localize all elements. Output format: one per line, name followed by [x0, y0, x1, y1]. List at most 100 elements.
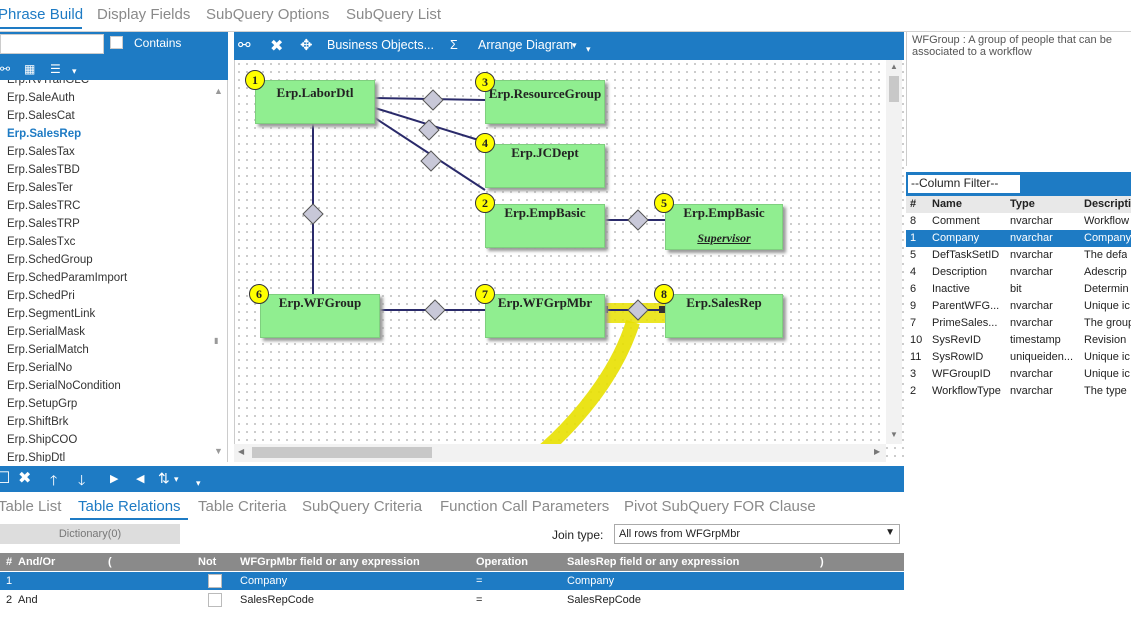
table-list-item[interactable]: Erp.SaleAuth: [7, 92, 75, 104]
relations-column-header[interactable]: (: [108, 556, 112, 568]
query-diagram[interactable]: Erp.LaborDtl 1 Erp.ResourceGroup 3 Erp.J…: [234, 60, 904, 462]
relation-cell[interactable]: 1: [6, 575, 13, 587]
list-icon[interactable]: ☰: [50, 62, 61, 76]
tab-table-relations[interactable]: Table Relations: [78, 498, 181, 515]
grid-icon[interactable]: ▦: [24, 62, 36, 76]
table-list-item[interactable]: Erp.SchedGroup: [7, 254, 93, 266]
column-header[interactable]: Descripti: [1084, 198, 1131, 210]
column-filter-select[interactable]: --Column Filter--: [908, 175, 1020, 193]
tab-function-call-parameters[interactable]: Function Call Parameters: [440, 498, 610, 515]
table-list-item[interactable]: Erp.SerialMatch: [7, 344, 89, 356]
column-header[interactable]: Name: [932, 198, 962, 210]
table-list-item[interactable]: Erp.SalesCat: [7, 110, 75, 122]
relation-cell[interactable]: And: [18, 594, 38, 606]
table-list-item[interactable]: Erp.SerialMask: [7, 326, 85, 338]
chevron-down-icon[interactable]: ▾: [586, 44, 591, 54]
table-list-item[interactable]: Erp.SchedParamImport: [7, 272, 128, 284]
chevron-down-icon[interactable]: ▾: [174, 474, 179, 484]
scroll-thumb[interactable]: [252, 447, 432, 458]
table-list-item[interactable]: Erp.SalesTRC: [7, 200, 81, 212]
table-list-item[interactable]: Erp.ShiftBrk: [7, 416, 69, 428]
tab-table-list[interactable]: Table List: [0, 498, 62, 515]
not-checkbox[interactable]: [208, 574, 222, 588]
column-header[interactable]: #: [910, 198, 917, 210]
relations-column-header[interactable]: WFGrpMbr field or any expression: [240, 556, 420, 568]
relation-cell[interactable]: =: [476, 575, 483, 587]
table-list-scrollbar[interactable]: ▲ ▮ ▼: [212, 82, 226, 458]
tab-subquery-options[interactable]: SubQuery Options: [206, 6, 330, 23]
node-wfgroup[interactable]: Erp.WFGroup: [260, 294, 380, 338]
scroll-right-icon[interactable]: ▶: [874, 447, 881, 456]
tab-subquery-list[interactable]: SubQuery List: [346, 6, 442, 23]
relation-cell[interactable]: 2: [6, 594, 13, 606]
link-icon[interactable]: ⚯: [238, 37, 251, 54]
sigma-button[interactable]: Σ: [450, 38, 458, 52]
relations-column-header[interactable]: Not: [198, 556, 217, 568]
close-icon[interactable]: ✖: [270, 38, 284, 55]
node-wfgrpmbr[interactable]: Erp.WFGrpMbr: [485, 294, 605, 338]
relation-cell[interactable]: SalesRepCode: [240, 594, 314, 606]
relations-column-header[interactable]: Operation: [476, 556, 528, 568]
table-list-item[interactable]: Erp.RvTranGLC: [7, 80, 90, 86]
table-list-item[interactable]: Erp.ShipCOO: [7, 434, 78, 446]
node-empbasic-supervisor[interactable]: Erp.EmpBasic Supervisor: [665, 204, 783, 250]
relations-column-header[interactable]: ): [820, 556, 824, 568]
relation-cell[interactable]: =: [476, 594, 483, 606]
relations-column-header[interactable]: SalesRep field or any expression: [567, 556, 740, 568]
business-objects-button[interactable]: Business Objects...: [327, 38, 434, 52]
arrange-diagram-button[interactable]: Arrange Diagram: [478, 38, 574, 52]
table-list-item[interactable]: Erp.SegmentLink: [7, 308, 96, 320]
scroll-down-icon[interactable]: ▼: [890, 430, 898, 439]
scroll-thumb[interactable]: [889, 76, 899, 102]
scroll-down-icon[interactable]: ▼: [214, 446, 223, 456]
table-list-item[interactable]: Erp.SalesTax: [7, 146, 75, 158]
table-list-item[interactable]: Erp.SalesTBD: [7, 164, 80, 176]
tab-subquery-criteria[interactable]: SubQuery Criteria: [302, 498, 423, 515]
table-list-item[interactable]: Erp.SerialNo: [7, 362, 73, 374]
scroll-left-icon[interactable]: ◀: [238, 447, 245, 456]
arrow-up-icon[interactable]: 🡑: [50, 472, 58, 488]
relation-cell[interactable]: SalesRepCode: [567, 594, 641, 606]
table-list-item[interactable]: Erp.SalesRep: [7, 128, 82, 140]
table-list-item[interactable]: Erp.SalesTer: [7, 182, 73, 194]
chevron-down-icon[interactable]: ▾: [572, 40, 577, 50]
contains-checkbox[interactable]: [110, 36, 123, 49]
node-resourcegroup[interactable]: Erp.ResourceGroup: [485, 80, 605, 124]
previous-icon[interactable]: ◀: [136, 473, 145, 485]
node-jcdept[interactable]: Erp.JCDept: [485, 144, 605, 188]
node-labordtl[interactable]: Erp.LaborDtl: [255, 80, 375, 124]
table-list-item[interactable]: Erp.ShipDtl: [7, 452, 66, 462]
table-list-item[interactable]: Erp.SerialNoCondition: [7, 380, 121, 392]
relation-cell[interactable]: Company: [240, 575, 288, 587]
dictionary-button[interactable]: Dictionary(0): [0, 524, 180, 544]
tab-phrase-build[interactable]: Phrase Build: [0, 6, 84, 23]
tab-pivot-subquery[interactable]: Pivot SubQuery FOR Clause: [624, 498, 816, 515]
table-list-item[interactable]: Erp.SalesTRP: [7, 218, 80, 230]
relations-column-header[interactable]: #: [6, 556, 13, 568]
scroll-thumb-icon[interactable]: ▮: [214, 336, 219, 345]
sort-icon[interactable]: ⇅: [158, 470, 170, 486]
relation-row[interactable]: 2 And SalesRepCode = SalesRepCode: [0, 591, 904, 609]
relation-row[interactable]: 1 Company = Company: [0, 572, 904, 590]
next-icon[interactable]: ▶: [110, 473, 119, 485]
not-checkbox[interactable]: [208, 593, 222, 607]
chevron-down-icon[interactable]: ▾: [196, 478, 201, 488]
relations-column-header[interactable]: And/Or: [18, 556, 56, 568]
move-icon[interactable]: ✥: [300, 37, 313, 54]
node-empbasic[interactable]: Erp.EmpBasic: [485, 204, 605, 248]
table-list-item[interactable]: Erp.SetupGrp: [7, 398, 78, 410]
relation-cell[interactable]: Company: [567, 575, 615, 587]
chevron-down-icon[interactable]: ▾: [72, 66, 77, 76]
new-icon[interactable]: ☐: [0, 470, 11, 487]
link-icon[interactable]: ⚯: [0, 62, 11, 76]
